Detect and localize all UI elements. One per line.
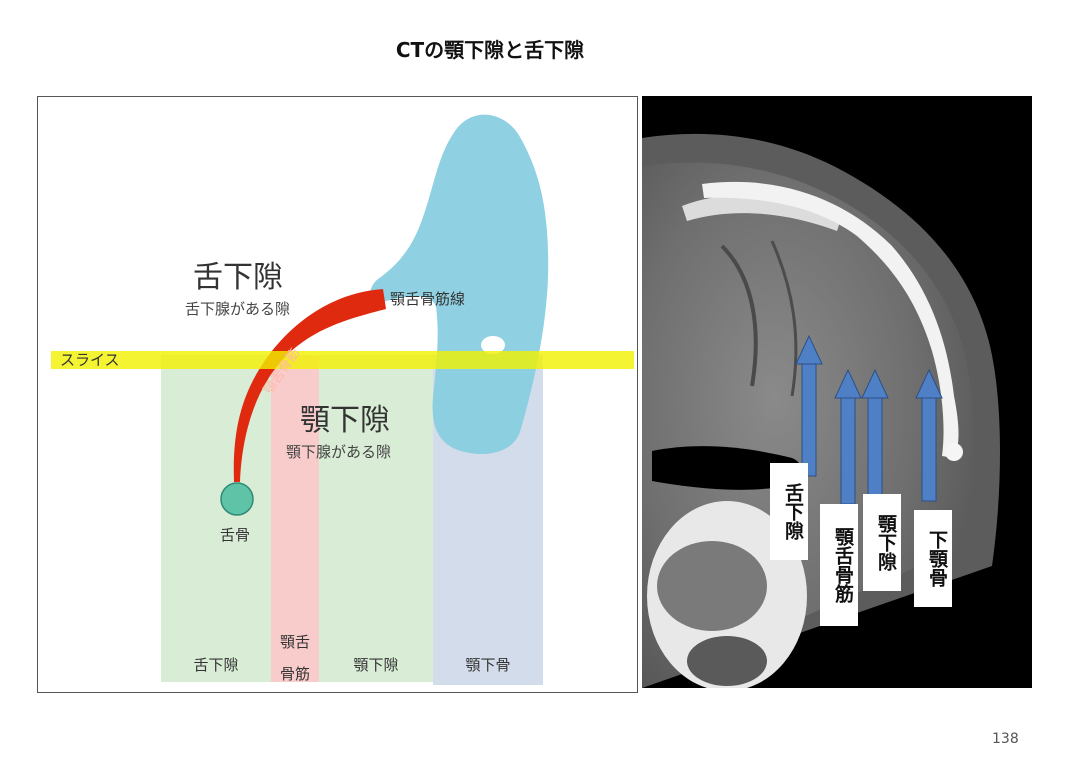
band-label-mylohyoid-2: 骨筋: [280, 665, 310, 683]
ct-label-sublingual: 舌下隙: [770, 463, 808, 560]
mylohyoid-line-label: 顎舌骨筋線: [390, 290, 465, 308]
slice-band: [51, 351, 634, 369]
ct-mandible-tip: [945, 443, 963, 461]
hyoid-circle: [220, 482, 254, 516]
mandible-shape: [370, 114, 549, 455]
schematic-panel: 舌下隙 舌下腺がある隙 顎舌骨筋線 顎舌骨筋 スライス 顎下隙 顎下腺がある隙 …: [37, 96, 638, 693]
schematic-diagram: 舌下隙 舌下腺がある隙 顎舌骨筋線 顎舌骨筋 スライス 顎下隙 顎下腺がある隙 …: [51, 114, 634, 685]
page-number: 138: [992, 731, 1019, 747]
slice-label: スライス: [60, 351, 120, 369]
arrow-mandible-shaft: [921, 395, 937, 502]
ct-tongue-septum: [720, 244, 758, 387]
ct-arrows: [795, 334, 943, 505]
band-label-mylohyoid-1: 顎舌: [280, 633, 310, 651]
submandibular-title: 顎下隙: [300, 403, 390, 438]
band-label-mandible: 顎下骨: [465, 656, 510, 674]
slide-title: CTの顎下隙と舌下隙: [395, 38, 585, 62]
ct-tongue-line: [770, 240, 798, 397]
arrow-sublingual-head: [795, 334, 823, 365]
hyoid-label: 舌骨: [220, 526, 250, 544]
sublingual-title: 舌下隙: [193, 260, 283, 295]
mylohyoid-muscle-shape: [233, 289, 386, 482]
arrow-sublingual-shaft: [801, 360, 817, 477]
ct-airway: [652, 446, 802, 490]
arrow-submandibular-shaft: [867, 395, 883, 502]
band-label-submandibular: 顎下隙: [353, 656, 398, 674]
ct-vertebra-body: [657, 541, 767, 631]
mandible-foramen: [481, 336, 505, 354]
ct-image: 舌下隙 顎舌骨筋 顎下隙 下顎骨: [642, 96, 1032, 688]
ct-spinal-canal: [687, 636, 767, 686]
arrow-mylohyoid-shaft: [840, 395, 856, 505]
ct-label-mandible: 下顎骨: [914, 510, 952, 607]
sublingual-sub: 舌下腺がある隙: [185, 300, 290, 318]
submandibular-sub: 顎下腺がある隙: [286, 443, 391, 461]
arrow-mylohyoid-head: [834, 368, 862, 399]
arrow-mandible-head: [915, 368, 943, 399]
arrow-submandibular-head: [861, 368, 889, 399]
band-submandibular: [319, 355, 433, 682]
band-mylohyoid: [271, 355, 319, 682]
band-label-sublingual: 舌下隙: [193, 656, 238, 674]
ct-label-submandibular: 顎下隙: [863, 494, 901, 591]
ct-mandible: [702, 181, 959, 458]
ct-label-mylohyoid: 顎舌骨筋: [820, 504, 858, 626]
